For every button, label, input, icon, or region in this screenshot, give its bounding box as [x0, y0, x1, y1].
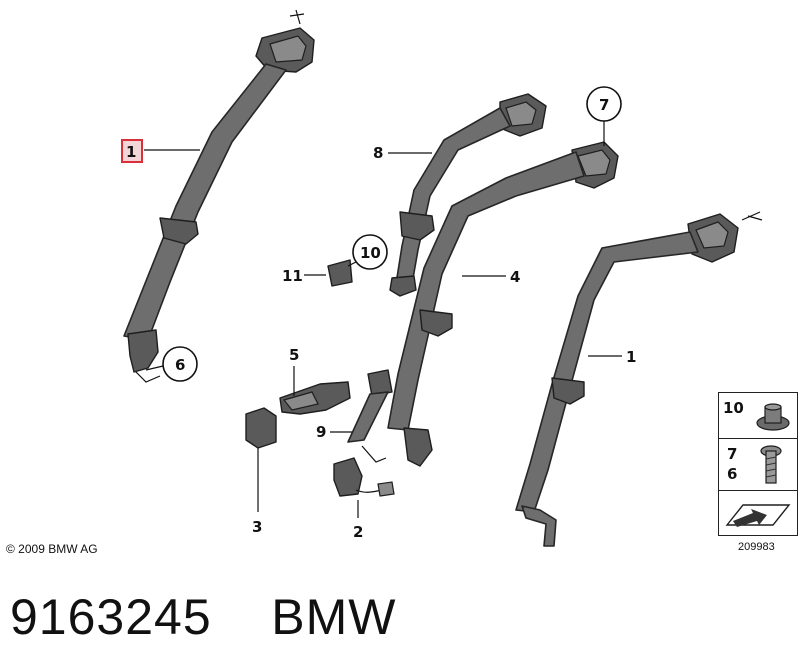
drawing-number: 209983 [738, 541, 775, 553]
bracket-3[interactable] [245, 407, 277, 449]
callout-2[interactable]: 2 [353, 500, 363, 541]
legend-cell-2-top-label: 7 [727, 445, 738, 463]
legend-cell-1-label: 10 [723, 399, 744, 417]
legend-cell-bolt: 7 6 [719, 439, 797, 491]
callout-11-label: 11 [282, 267, 303, 285]
callout-1-right-label: 1 [626, 348, 636, 366]
buckle-2[interactable] [333, 457, 395, 497]
callout-6-label: 6 [175, 356, 185, 374]
callout-5[interactable]: 5 [289, 346, 299, 396]
brand-name: BMW [271, 589, 397, 645]
callout-8-label: 8 [373, 144, 383, 162]
callout-3-label: 3 [252, 518, 262, 536]
callout-1-left-label: 1 [126, 143, 136, 161]
legend-cell-2-bottom-label: 6 [727, 465, 738, 483]
callout-6[interactable]: 6 [145, 346, 198, 382]
callout-1-left[interactable]: 1 [121, 139, 200, 163]
belt-assembly-right[interactable] [515, 211, 763, 547]
bolt-icon [760, 445, 782, 484]
callout-10-label: 10 [360, 244, 381, 262]
cover-cap-11[interactable] [327, 259, 353, 287]
callout-4-label: 4 [510, 268, 520, 286]
callout-9[interactable]: 9 [316, 423, 352, 441]
buckle-plate-5[interactable] [279, 381, 351, 415]
nut-icon [756, 403, 790, 431]
part-number: 9163245 [10, 589, 212, 645]
callout-10[interactable]: 10 [347, 234, 388, 270]
callout-11[interactable]: 11 [282, 267, 326, 285]
hardware-legend: 10 7 6 [718, 392, 798, 536]
legend-cell-nut: 10 [719, 393, 797, 439]
callout-3[interactable]: 3 [252, 448, 262, 536]
belt-assembly-center-4[interactable] [387, 141, 619, 467]
arrow-symbol-icon [725, 504, 791, 527]
belt-assembly-left[interactable] [123, 9, 315, 383]
callout-2-label: 2 [353, 523, 363, 541]
callout-8[interactable]: 8 [373, 144, 432, 162]
callout-4[interactable]: 4 [462, 268, 520, 286]
legend-cell-arrow [719, 491, 797, 535]
callout-1-right[interactable]: 1 [588, 348, 636, 366]
buckle-9[interactable] [347, 369, 393, 463]
callout-7[interactable]: 7 [586, 86, 622, 146]
copyright-notice: © 2009 BMW AG [6, 542, 98, 556]
callout-5-label: 5 [289, 346, 299, 364]
part-footer: 9163245 BMW [10, 588, 396, 646]
callout-7-label: 7 [599, 96, 609, 114]
callout-9-label: 9 [316, 423, 326, 441]
belt-assembly-center-8[interactable] [389, 93, 547, 297]
